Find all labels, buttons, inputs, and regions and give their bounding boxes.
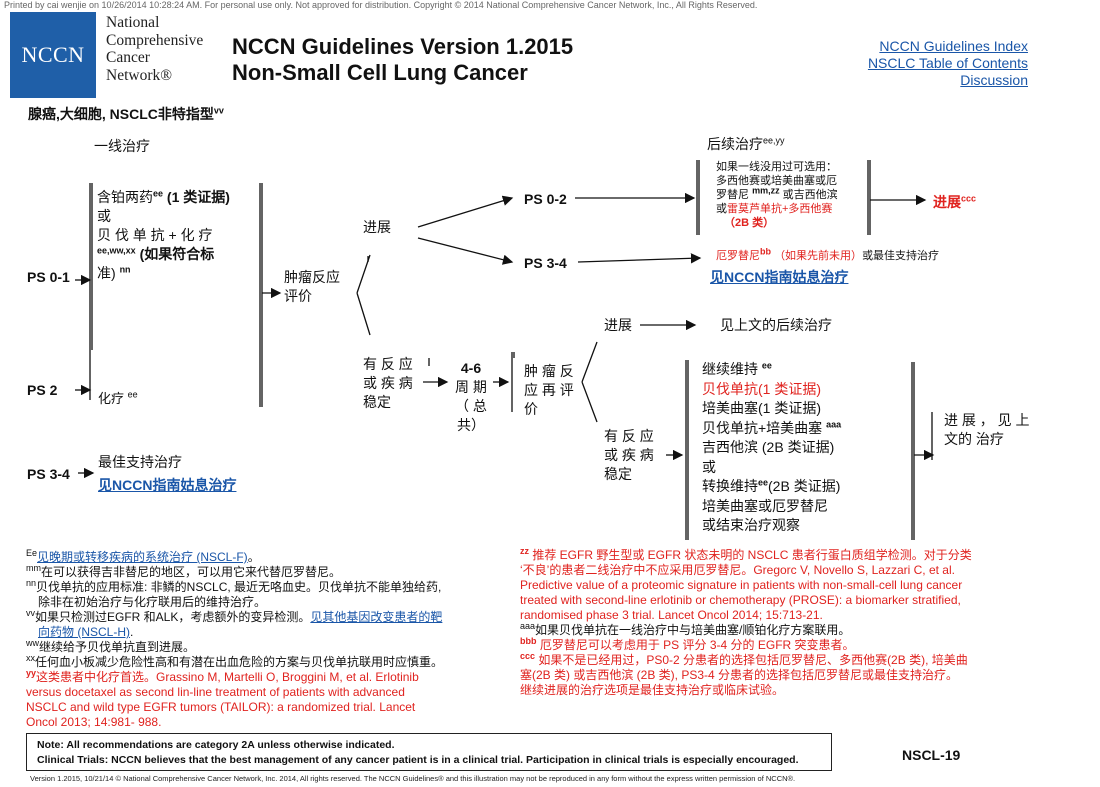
footnote: Ee见晚期或转移疾病的系统治疗 (NSCL-F)。 bbox=[26, 548, 260, 565]
footnotes-right: zz 推荐 EGFR 野生型或 EGFR 状态未明的 NSCLC 患者行蛋白质组… bbox=[520, 546, 1040, 698]
chemo-label: 化疗 ee bbox=[98, 389, 138, 406]
response-stable-2: 有 反 应 或 疾 病 稳定 bbox=[604, 428, 654, 482]
section-subtitle: 腺癌,大细胞, NSCLC非特指型vv bbox=[28, 105, 224, 122]
page-title: NCCN Guidelines Version 1.2015 Non-Small… bbox=[232, 34, 574, 85]
footnote: vv如果只检测过EGFR 和ALK，考虑额外的变异检测。见其他基因改变患者的靶 bbox=[26, 608, 443, 625]
erlotinib-option: 厄罗替尼bb （如果先前未用）或最佳支持治疗 bbox=[716, 246, 940, 262]
see-above-label: 见上文的后续治疗 bbox=[720, 317, 832, 333]
footnote: mm在可以获得吉非替尼的地区，可以用它来代替厄罗替尼。 bbox=[26, 563, 342, 580]
subsequent-heading: 后续治疗ee,yy bbox=[707, 135, 785, 152]
nccn-logo: NCCN bbox=[10, 12, 96, 98]
response-stable-1: 有 反 应 或 疾 病 稳定 bbox=[363, 356, 413, 410]
ps34b-label: PS 3-4 bbox=[524, 255, 567, 271]
notes-box: Note: All recommendations are category 2… bbox=[26, 733, 832, 771]
maintenance-options: 继续维持 ee 贝伐单抗(1 类证据) 培美曲塞(1 类证据) 贝伐单抗+培美曲… bbox=[702, 360, 842, 533]
footnote: aaa如果贝伐单抗在一线治疗中与培美曲塞/顺铂化疗方案联用。 bbox=[520, 621, 851, 638]
guidelines-index-link[interactable]: NCCN Guidelines Index bbox=[879, 38, 1028, 54]
footnote: NSCLC and wild type EGFR tumors (TAILOR)… bbox=[26, 700, 416, 714]
footnote: 除非在初始治疗与化疗联用后的维持治疗。 bbox=[38, 595, 267, 609]
footnote: treated with second-line erlotinib or ch… bbox=[520, 593, 961, 607]
nsclc-toc-link[interactable]: NSCLC Table of Contents bbox=[867, 55, 1028, 71]
footnote: 塞(2B 类) 或吉西他滨 (2B 类), PS3-4 分患者的选择包括厄罗替尼… bbox=[520, 668, 959, 682]
footnote: 向药物 (NSCL-H). bbox=[38, 625, 134, 639]
ps02-label: PS 0-2 bbox=[524, 191, 567, 207]
ps01-label: PS 0-1 bbox=[27, 269, 70, 285]
footnote: bbb 厄罗替尼可以考虑用于 PS 评分 3-4 分的 EGFR 突变患者。 bbox=[520, 636, 855, 653]
cycles-block: 4-6 周 期 （ 总 共） bbox=[455, 360, 487, 433]
ps2-label: PS 2 bbox=[27, 382, 58, 398]
footnote: versus docetaxel as second lin-line trea… bbox=[26, 685, 405, 699]
final-progression: 进 展 ， 见 上 文的 治疗 bbox=[944, 412, 1030, 447]
footnote: ccc 如果不是已经用过，PS0-2 分患者的选择包括厄罗替尼、多西他赛(2B … bbox=[520, 651, 968, 668]
top-links: NCCN Guidelines Index NSCLC Table of Con… bbox=[868, 38, 1028, 89]
footnote: ww继续给予贝伐单抗直到进展。 bbox=[26, 638, 196, 655]
footnote: Predictive value of a proteomic signatur… bbox=[520, 578, 963, 592]
second-line-options: 如果一线没用过可选用： 多西他赛或培美曲塞或厄 罗替尼 mm,zz 或吉西他滨 … bbox=[716, 161, 838, 229]
first-line-heading: 一线治疗 bbox=[94, 138, 150, 154]
tumor-response-eval: 肿瘤反应 评价 bbox=[284, 269, 340, 304]
footnote: Oncol 2013; 14:981- 988. bbox=[26, 715, 162, 729]
palliative-care-link[interactable]: 见NCCN指南姑息治疗 bbox=[98, 477, 237, 493]
org-name: National Comprehensive Cancer Network® bbox=[106, 14, 204, 84]
footnote: nn贝伐单抗的应用标准: 非鳞的NSCLC, 最近无咯血史。贝伐单抗不能单独给药… bbox=[26, 578, 442, 595]
footnote: 继续进展的治疗选项是最佳支持治疗或临床试验。 bbox=[520, 683, 785, 697]
tumor-reeval: 肿 瘤 反 应 再 评 价 bbox=[524, 363, 574, 417]
progression-label: 进展 bbox=[363, 219, 391, 235]
platinum-doublet-block: 含铂两药ee (1 类证据) 或 贝 伐 单 抗 + 化 疗 ee,ww,xx … bbox=[97, 188, 230, 281]
copyright-footer: Version 1.2015, 10/21/14 © National Comp… bbox=[30, 774, 796, 783]
footnote: ‘不良’的患者二线治疗中不应采用厄罗替尼。Gregorc V, Novello … bbox=[520, 563, 955, 577]
footnote: xx任何血小板减少危险性高和有潜在出血危险的方案与贝伐单抗联用时应慎重。 bbox=[26, 653, 444, 670]
print-watermark: Printed by cai wenjie on 10/26/2014 10:2… bbox=[4, 0, 758, 10]
ps34-label: PS 3-4 bbox=[27, 466, 70, 482]
discussion-link[interactable]: Discussion bbox=[960, 72, 1028, 88]
footnote: zz 推荐 EGFR 野生型或 EGFR 状态未明的 NSCLC 患者行蛋白质组… bbox=[520, 546, 972, 563]
page-code: NSCL-19 bbox=[902, 747, 961, 763]
progression-label-2: 进展 bbox=[604, 317, 632, 333]
footnote: yy这类患者中化疗首选。Grassino M, Martelli O, Brog… bbox=[26, 668, 419, 685]
footnote: randomised phase 3 trial. Lancet Oncol 2… bbox=[520, 608, 823, 622]
bsc-label: 最佳支持治疗 bbox=[98, 454, 182, 470]
palliative-care-link-2[interactable]: 见NCCN指南姑息治疗 bbox=[710, 269, 849, 285]
progression-ccc: 进展ccc bbox=[933, 193, 977, 210]
footnotes-left: Ee见晚期或转移疾病的系统治疗 (NSCL-F)。 mm在可以获得吉非替尼的地区… bbox=[26, 548, 496, 730]
